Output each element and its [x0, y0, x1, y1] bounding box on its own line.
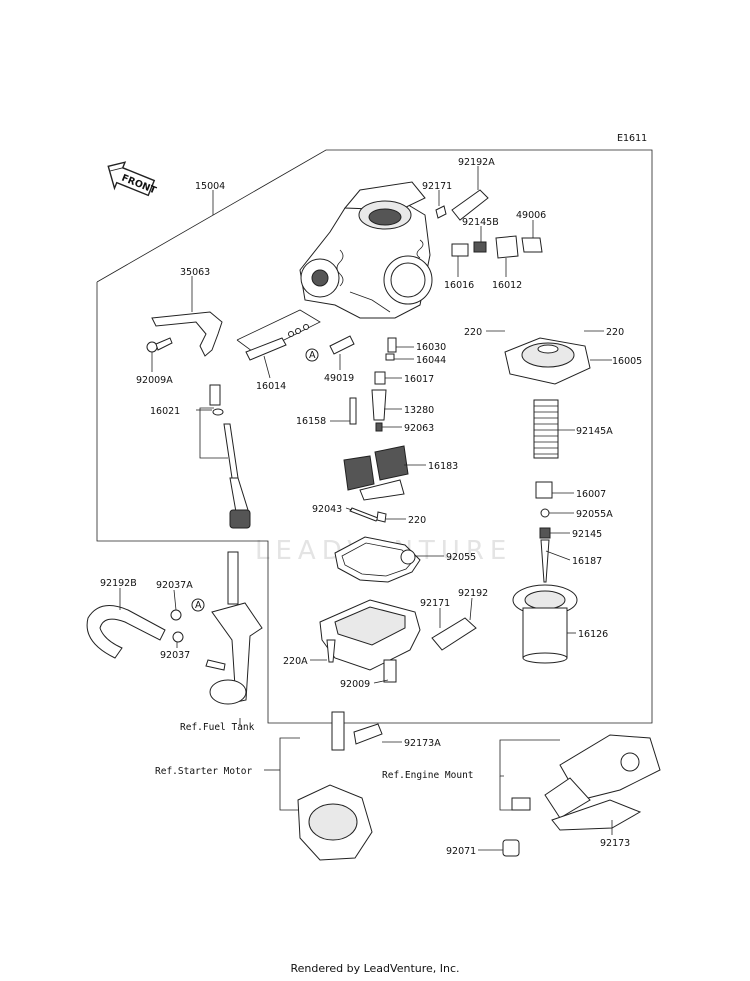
idle-screw-49019: [329, 335, 355, 355]
label-35063: 35063: [180, 267, 210, 278]
label-92173A: 92173A: [404, 738, 441, 749]
label-16012: 16012: [492, 280, 522, 291]
cap-49006: [521, 237, 543, 253]
label-16017: 16017: [404, 374, 434, 385]
label-16014: 16014: [256, 381, 286, 392]
label-92145B: 92145B: [462, 217, 499, 228]
label-220A: 220A: [283, 656, 308, 667]
throttle-cable-16021: [199, 384, 251, 529]
drain-tube-92192A: [451, 189, 489, 221]
carburetor-body: [299, 181, 433, 319]
fuel-tap: [205, 551, 263, 705]
label-49019: 49019: [324, 373, 354, 384]
spring-92145A: [533, 399, 559, 459]
label-220-float: 220: [408, 515, 426, 526]
label-16044: 16044: [416, 355, 446, 366]
label-16187: 16187: [572, 556, 602, 567]
engine-mount-bracket: [544, 734, 661, 819]
label-220-right: 220: [606, 327, 624, 338]
front-arrow-icon: FRONT: [107, 161, 158, 197]
float-bowl: [319, 599, 421, 683]
fuel-hose-92192B: [86, 605, 166, 659]
grommet-92071: [502, 839, 520, 857]
callout-a-circle: [305, 348, 319, 362]
label-92037A: 92037A: [156, 580, 193, 591]
clamp-92037: [172, 631, 184, 643]
label-16021: 16021: [150, 406, 180, 417]
needle-holder-16007: [535, 481, 553, 499]
plunger-16016: [451, 243, 469, 257]
label-49006: 49006: [516, 210, 546, 221]
footer-credit: Rendered by LeadVenture, Inc.: [290, 962, 460, 975]
label-16183: 16183: [428, 461, 458, 472]
assembly-boundary: [96, 149, 653, 724]
ref-fuel-tank: Ref.Fuel Tank: [180, 722, 255, 733]
diagram-code: E1611: [617, 133, 647, 144]
callout-a-fuel: A: [195, 600, 202, 611]
clip-92173A: [353, 723, 383, 745]
center-jets: [349, 337, 397, 432]
bracket-35063: [151, 311, 223, 357]
screw-92009A: [146, 337, 173, 353]
spring-92145: [539, 527, 551, 539]
clip-92171-top: [435, 205, 447, 219]
label-92043: 92043: [312, 504, 342, 515]
label-92063: 92063: [404, 423, 434, 434]
label-220-left: 220: [464, 327, 482, 338]
label-92192A: 92192A: [458, 157, 495, 168]
spring-92145B: [473, 241, 487, 253]
o-ring-92055A: [540, 508, 550, 518]
label-92171-top: 92171: [422, 181, 452, 192]
label-15004: 15004: [195, 181, 225, 192]
label-92145: 92145: [572, 529, 602, 540]
label-16005: 16005: [612, 356, 642, 367]
piston-16126: [512, 584, 578, 664]
clamp-92037A: [170, 609, 182, 621]
starter-cover: [297, 784, 373, 861]
pilot-screw-set-16014: [236, 309, 321, 361]
bolt-starter: [331, 711, 345, 751]
label-92055: 92055: [446, 552, 476, 563]
label-16007: 16007: [576, 489, 606, 500]
label-92192: 92192: [458, 588, 488, 599]
callout-a-circle-2: [191, 598, 205, 612]
float-16183: [343, 445, 409, 501]
ref-engine-mount: Ref.Engine Mount: [382, 770, 474, 781]
label-92145A: 92145A: [576, 426, 613, 437]
screw-220: [376, 511, 387, 523]
label-92173: 92173: [600, 838, 630, 849]
ref-starter-motor: Ref.Starter Motor: [155, 766, 253, 777]
screw-220A: [326, 639, 336, 663]
leader-lines: [119, 166, 613, 851]
label-92071: 92071: [446, 846, 476, 857]
label-16016: 16016: [444, 280, 474, 291]
label-92009A: 92009A: [136, 375, 173, 386]
label-92055A: 92055A: [576, 509, 613, 520]
bolt-mount: [511, 797, 531, 811]
label-92037: 92037: [160, 650, 190, 661]
drain-tube-92192: [431, 617, 477, 651]
bracket-92173: [551, 799, 642, 831]
nut-16012: [495, 235, 519, 259]
label-16030: 16030: [416, 342, 446, 353]
label-16158: 16158: [296, 416, 326, 427]
label-13280: 13280: [404, 405, 434, 416]
label-92171-bowl: 92171: [420, 598, 450, 609]
callout-a-top: A: [309, 350, 316, 361]
label-92009: 92009: [340, 679, 370, 690]
label-92192B: 92192B: [100, 578, 137, 589]
label-16126: 16126: [578, 629, 608, 640]
top-cover-16005: [504, 337, 591, 385]
jet-needle-16187: [540, 539, 550, 583]
float-pin-92043: [349, 507, 379, 522]
